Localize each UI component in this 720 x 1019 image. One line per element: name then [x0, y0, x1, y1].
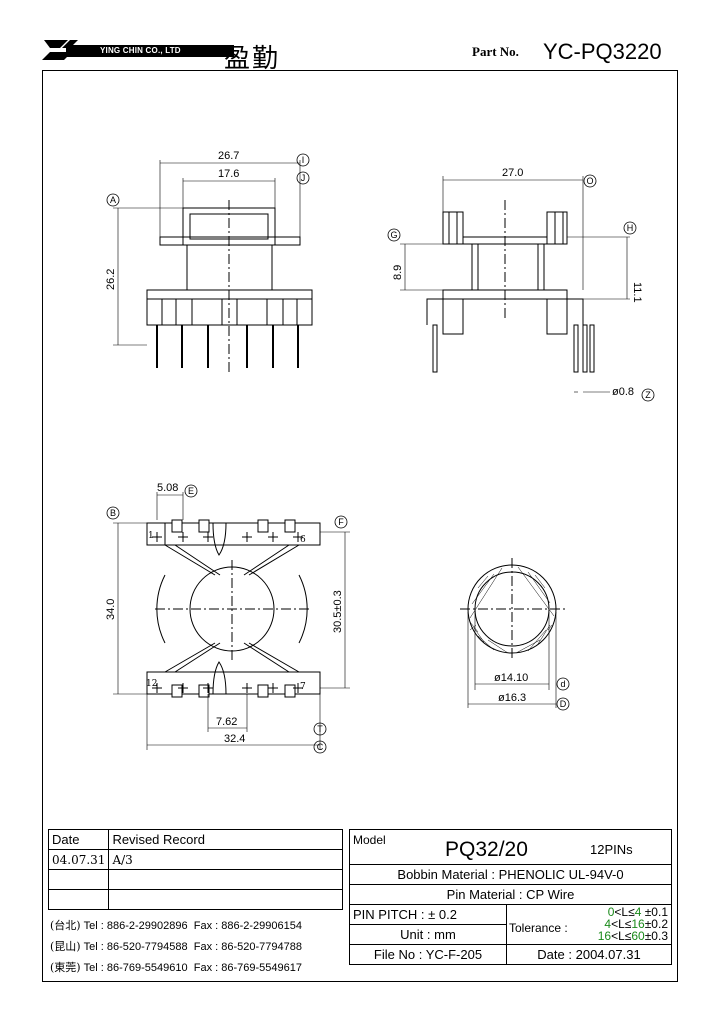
model-value: PQ32/20: [445, 838, 528, 861]
part-no-value: YC-PQ3220: [543, 39, 662, 64]
unit-cell: Unit : mm: [349, 924, 507, 945]
dim-pin-pitch: 5.08: [157, 482, 178, 494]
dim-side-h1: 8.9: [392, 265, 404, 280]
dim-side-h2: 11.1: [631, 282, 643, 303]
dim-side-width: 27.0: [502, 167, 523, 179]
dim-front-inner: 17.6: [218, 168, 239, 180]
marker-d-small: d: [560, 679, 565, 689]
side-view: [400, 176, 630, 393]
pin-material-row: Pin Material : CP Wire: [349, 884, 672, 905]
company-name-cn: 盈勤: [224, 44, 281, 74]
tolerance-label: Tolerance :: [509, 921, 568, 935]
pin-pitch-cell: PIN PITCH : ± 0.2: [349, 904, 507, 925]
drawing-frame: [42, 70, 678, 982]
spec-table: Model PQ32/20 12PINs Bobbin Material : P…: [349, 829, 672, 965]
marker-e: E: [188, 486, 194, 496]
dim-pin-dia: ø0.8: [612, 386, 634, 398]
part-no-label: Part No.: [472, 44, 519, 59]
rev-date-header: Date: [47, 829, 110, 850]
marker-g: G: [390, 230, 397, 240]
marker-z: Z: [645, 390, 651, 400]
dim-bottom-inner: 30.5±0.3: [332, 590, 344, 633]
marker-o: O: [586, 176, 593, 186]
dim-bottom-height: 34.0: [105, 599, 117, 620]
marker-b: B: [110, 508, 116, 518]
model-label: Model: [353, 833, 386, 847]
rev-row-record: A/3: [108, 849, 343, 870]
rev-row-record: [108, 869, 343, 890]
rev-row-date: [47, 869, 110, 890]
company-name-en: YING CHIN CO., LTD: [66, 45, 234, 57]
contact-kunshan: (昆山) Tel : 86-520-7794588 Fax : 86-520-7…: [50, 940, 302, 953]
rev-record-header: Revised Record: [108, 829, 343, 850]
contact-dongguan: (東莞) Tel : 86-769-5549610 Fax : 86-769-5…: [50, 961, 302, 974]
marker-f: F: [338, 517, 344, 527]
file-no-cell: File No : YC-F-205: [349, 944, 507, 965]
dim-bottom-pin-span: 7.62: [216, 716, 237, 728]
dim-inner-dia: ø14.10: [494, 672, 528, 684]
dim-bottom-width: 32.4: [224, 733, 245, 745]
marker-a: A: [110, 195, 116, 205]
dim-front-height: 26.2: [105, 269, 117, 290]
contact-taipei: (台北) Tel : 886-2-29902896 Fax : 886-2-29…: [50, 919, 302, 932]
dim-front-width: 26.7: [218, 150, 239, 162]
tolerance-cell: Tolerance : 0<L≤4 ±0.1 4<L≤16±0.2 16<L≤6…: [506, 904, 672, 945]
date-cell: Date : 2004.07.31: [506, 944, 672, 965]
marker-j: J: [301, 173, 306, 183]
revision-table: Date Revised Record 04.07.31 A/3: [47, 829, 343, 910]
rev-row-record: [108, 889, 343, 910]
tube-section: [460, 558, 565, 708]
marker-t: T: [317, 724, 323, 734]
rev-row-date: [47, 889, 110, 910]
pin-12-label: 12: [146, 679, 157, 689]
company-logo: YING CHIN CO., LTD: [42, 36, 234, 64]
marker-h: H: [627, 223, 634, 233]
tolerance-values: 0<L≤4 ±0.1 4<L≤16±0.2 16<L≤60±0.3: [597, 905, 668, 943]
model-cell: Model PQ32/20 12PINs: [349, 829, 672, 865]
marker-i: I: [302, 155, 305, 165]
bobbin-material-row: Bobbin Material : PHENOLIC UL-94V-0: [349, 864, 672, 885]
bottom-view: [113, 492, 350, 750]
pin-6-label: 6: [300, 535, 306, 545]
pin-count: 12PINs: [590, 842, 633, 857]
pin-1-label: 1: [148, 531, 154, 541]
dim-outer-dia: ø16.3: [498, 692, 526, 704]
front-view: [113, 160, 313, 372]
rev-row-date: 04.07.31: [47, 849, 110, 870]
marker-c: C: [317, 742, 324, 752]
pin-7-label: 7: [300, 682, 306, 692]
marker-d: D: [560, 699, 567, 709]
